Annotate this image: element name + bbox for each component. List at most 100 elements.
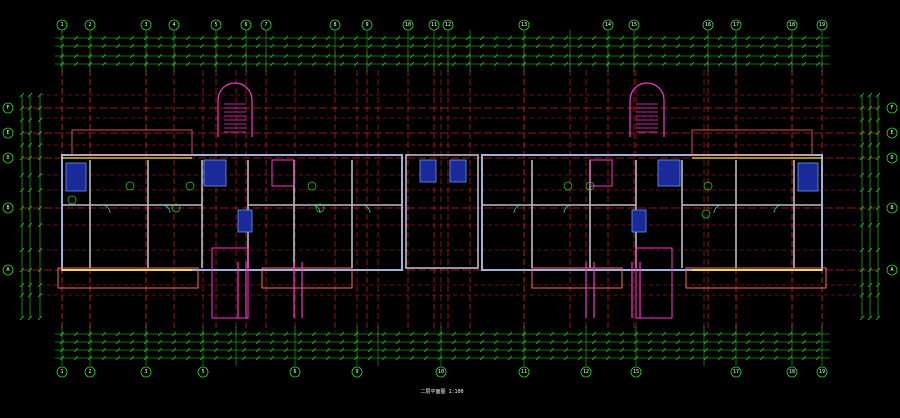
dim-tick [283, 61, 289, 67]
dim-tick [759, 347, 765, 353]
dim-tick [801, 61, 807, 67]
axis-bubble-bottom-text: 17 [733, 369, 739, 375]
dim-tick [549, 35, 555, 41]
dim-tick [171, 331, 177, 337]
dim-tick [577, 43, 583, 49]
dim-tick-v [859, 267, 865, 273]
dim-tick-v [859, 187, 865, 193]
axis-bubble-right: B [886, 202, 898, 214]
axis-bubble-bottom-circle [351, 366, 363, 378]
balcony-outline [57, 267, 199, 289]
dim-tick [493, 331, 499, 337]
axis-bubble-top-circle [361, 19, 373, 31]
dim-tick [395, 43, 401, 49]
axis-bubble-top-circle [702, 19, 714, 31]
dim-tick [591, 35, 597, 41]
dim-tick [101, 43, 107, 49]
axis-bubble-top-circle [786, 19, 798, 31]
dim-tick [773, 43, 779, 49]
dim-tick [479, 339, 485, 345]
dim-tick [129, 43, 135, 49]
dim-tick [787, 331, 793, 337]
axis-bubble-top: 3 [140, 19, 152, 31]
dim-tick-v [27, 247, 33, 253]
axis-bubble-top: 13 [518, 19, 530, 31]
core-room-fill [419, 159, 437, 183]
dim-tick [227, 331, 233, 337]
room-marker [67, 195, 77, 205]
dim-tick [577, 35, 583, 41]
dim-tick [465, 331, 471, 337]
dim-tick [157, 339, 163, 345]
dim-tick [325, 53, 331, 59]
room-marker [563, 181, 573, 191]
dim-tick-v [859, 155, 865, 161]
dim-tick [549, 355, 555, 361]
dim-tick [591, 339, 597, 345]
dim-tick-v [27, 205, 33, 211]
dim-tick [381, 35, 387, 41]
dim-tick [199, 339, 205, 345]
dim-tick [773, 35, 779, 41]
dim-tick [227, 61, 233, 67]
axis-bubble-top-circle [84, 19, 96, 31]
axis-bubble-bottom-circle [518, 366, 530, 378]
dim-tick [717, 355, 723, 361]
axis-bubble-bottom: 1 [56, 366, 68, 378]
dim-tick [549, 61, 555, 67]
dim-tick [241, 53, 247, 59]
axis-bubble-top-text: 6 [244, 22, 247, 28]
axis-bubble-bottom-text: 3 [144, 369, 147, 375]
dim-tick [297, 43, 303, 49]
axis-bubble-bottom-circle [56, 366, 68, 378]
dim-tick [73, 53, 79, 59]
dim-tick [675, 35, 681, 41]
dim-tick [689, 61, 695, 67]
dim-tick [801, 43, 807, 49]
door-swing [513, 204, 523, 214]
bathroom-fill [237, 209, 253, 233]
dim-tick [675, 331, 681, 337]
dim-tick [507, 35, 513, 41]
dim-tick [423, 331, 429, 337]
dim-tick [717, 331, 723, 337]
dim-tick [381, 53, 387, 59]
dim-tick-v [19, 292, 25, 298]
dim-tick-v [37, 247, 43, 253]
dim-tick [773, 339, 779, 345]
axis-bubble-top-circle [518, 19, 530, 31]
axis-bubble-top-text: 2 [88, 22, 91, 28]
dim-tick [703, 35, 709, 41]
dim-tick [549, 43, 555, 49]
dim-tick [465, 347, 471, 353]
dim-tick [703, 43, 709, 49]
dim-tick [479, 43, 485, 49]
dim-tick [815, 35, 821, 41]
axis-bubble-left-circle [2, 202, 14, 214]
dim-tick-v [875, 267, 881, 273]
dim-tick [297, 61, 303, 67]
dim-tick [101, 35, 107, 41]
dim-tick [633, 43, 639, 49]
dim-tick-v [27, 130, 33, 136]
dim-tick [619, 35, 625, 41]
axis-bubble-top: 5 [210, 19, 222, 31]
walls-and-rooms [57, 82, 827, 319]
dim-tick [241, 35, 247, 41]
dim-tick [199, 61, 205, 67]
dim-tick [297, 53, 303, 59]
room-marker [171, 203, 181, 213]
axis-bubble-top: 9 [361, 19, 373, 31]
dim-tick-v [37, 130, 43, 136]
dim-tick [255, 339, 261, 345]
axis-bubble-top-text: 1 [60, 22, 63, 28]
dim-tick [115, 61, 121, 67]
dim-tick [661, 339, 667, 345]
dim-tick [661, 347, 667, 353]
axis-bubble-top-circle [260, 19, 272, 31]
dim-tick [773, 53, 779, 59]
dim-tick-v [875, 187, 881, 193]
dim-tick [535, 43, 541, 49]
dim-tick [479, 331, 485, 337]
dim-tick [591, 43, 597, 49]
